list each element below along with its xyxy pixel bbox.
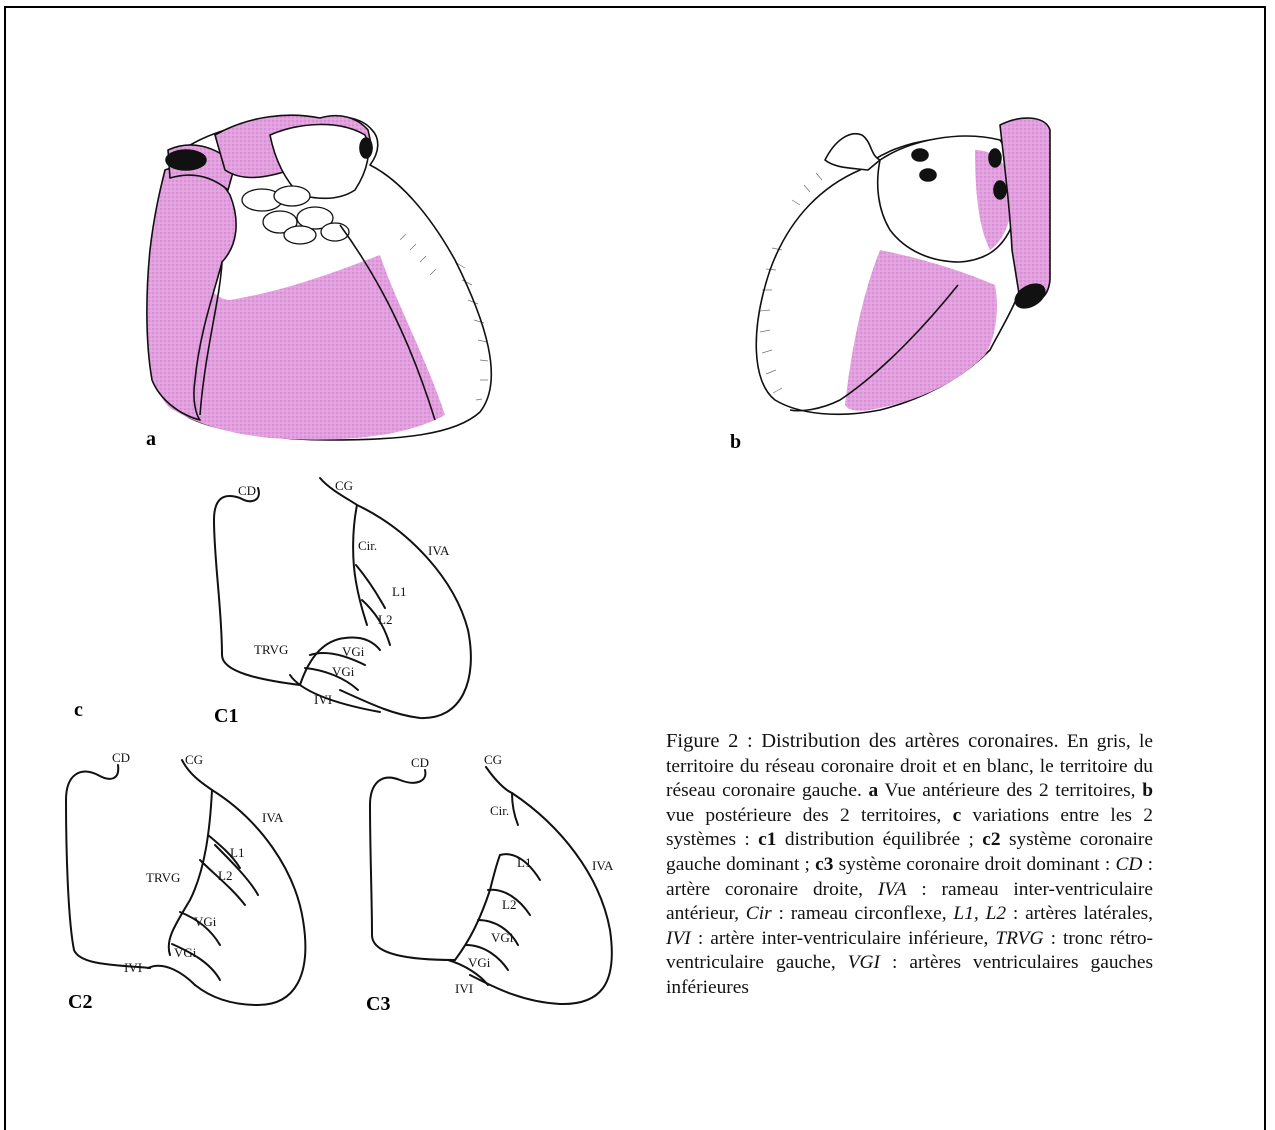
c2-label-vgi1: VGi [194,914,217,929]
caption-abbr-l: L1, L2 [953,903,1006,924]
panel-label-c3: C3 [366,993,390,1015]
caption-abbr-ivi: IVI [666,928,691,949]
c2-label-cg: CG [185,752,203,767]
c1-label-iva: IVA [428,543,450,558]
c3-label-l2: L2 [502,897,516,912]
c2-label-iva: IVA [262,810,284,825]
caption-def-l: : artères latérales, [1006,903,1153,924]
c3-label-vgi1: VGi [491,930,514,945]
heart-anterior-view [147,115,491,440]
caption-text-c3: système coronaire droit dominant : [833,854,1115,875]
c3-label-l1: L1 [517,855,531,870]
panel-label-a: a [146,428,156,450]
c2-ivi [148,966,195,985]
pulmonary-vein-2 [920,169,936,181]
caption-abbr-trvg: TRVG [995,928,1043,949]
c1-label-cir: Cir. [358,538,377,553]
vena-cava-opening-a [166,150,206,170]
c2-label-cd: CD [112,750,130,765]
caption-abbr-cd: CD [1115,854,1142,875]
caption-key-c1: c1 [758,829,776,850]
pulmonary-opening-a [360,138,372,158]
pulmonary-vein-4 [994,181,1006,199]
c2-lca-outline [182,760,305,1005]
c3-label-vgi2: VGi [468,955,491,970]
caption-text-b: vue postérieure des 2 territoires, [666,805,953,826]
c1-label-cg: CG [335,478,353,493]
c3-label-iva: IVA [592,858,614,873]
caption-abbr-iva: IVA [878,879,907,900]
c1-label-cd: CD [238,483,256,498]
panel-label-c1: C1 [214,705,238,727]
c2-label-l1: L1 [230,845,244,860]
schema-c1 [214,478,471,718]
c1-label-ivi: IVI [314,692,332,707]
pulmonary-vein-1 [912,149,928,161]
caption-key-b: b [1142,780,1153,801]
aorta-b [825,134,880,170]
c3-label-cd: CD [411,755,429,770]
c1-label-l2: L2 [378,612,392,627]
schema-c2 [66,760,305,1005]
figure-caption: Figure 2 : Distribution des artères coro… [666,729,1153,1001]
caption-key-c: c [953,805,962,826]
caption-title: Figure 2 : Distribution des artères coro… [666,730,1059,752]
c3-label-cg: CG [484,752,502,767]
c3-label-cir: Cir. [490,803,509,818]
panel-label-b: b [730,431,741,453]
caption-abbr-vgi: VGI [848,952,880,973]
c2-label-l2: L2 [218,868,232,883]
c1-labels: CD CG Cir. IVA L1 L2 TRVG VGi VGi IVI [238,478,450,707]
caption-key-c3: c3 [815,854,833,875]
caption-text-c1: distribution équilibrée ; [776,829,982,850]
caption-def-ivi: : artère inter-ventriculaire inférieure, [691,928,996,949]
c1-ivi [290,675,380,712]
panel-label-c: c [74,699,83,721]
panel-label-c2: C2 [68,991,92,1013]
heart-posterior-view [756,118,1050,414]
c2-rca-outline [66,765,150,968]
c2-label-vgi2: VGi [174,945,197,960]
c1-label-vgi1: VGi [342,644,365,659]
c2-label-ivi: IVI [124,960,142,975]
caption-abbr-cir: Cir [746,903,772,924]
c2-labels: CD CG IVA L1 L2 TRVG VGi VGi IVI [112,750,284,975]
c1-label-l1: L1 [392,584,406,599]
c1-label-trvg: TRVG [254,642,288,657]
c3-rca-outline [370,770,455,960]
c3-cir [512,793,518,825]
caption-key-c2: c2 [982,829,1000,850]
caption-text-a: Vue antérieure des 2 territoires, [878,780,1142,801]
c3-label-ivi: IVI [455,981,473,996]
c2-label-trvg: TRVG [146,870,180,885]
caption-key-a: a [868,780,878,801]
c1-label-vgi2: VGi [332,664,355,679]
caption-def-cir: : rameau circonflexe, [772,903,954,924]
pulmonary-vein-3 [989,149,1001,167]
